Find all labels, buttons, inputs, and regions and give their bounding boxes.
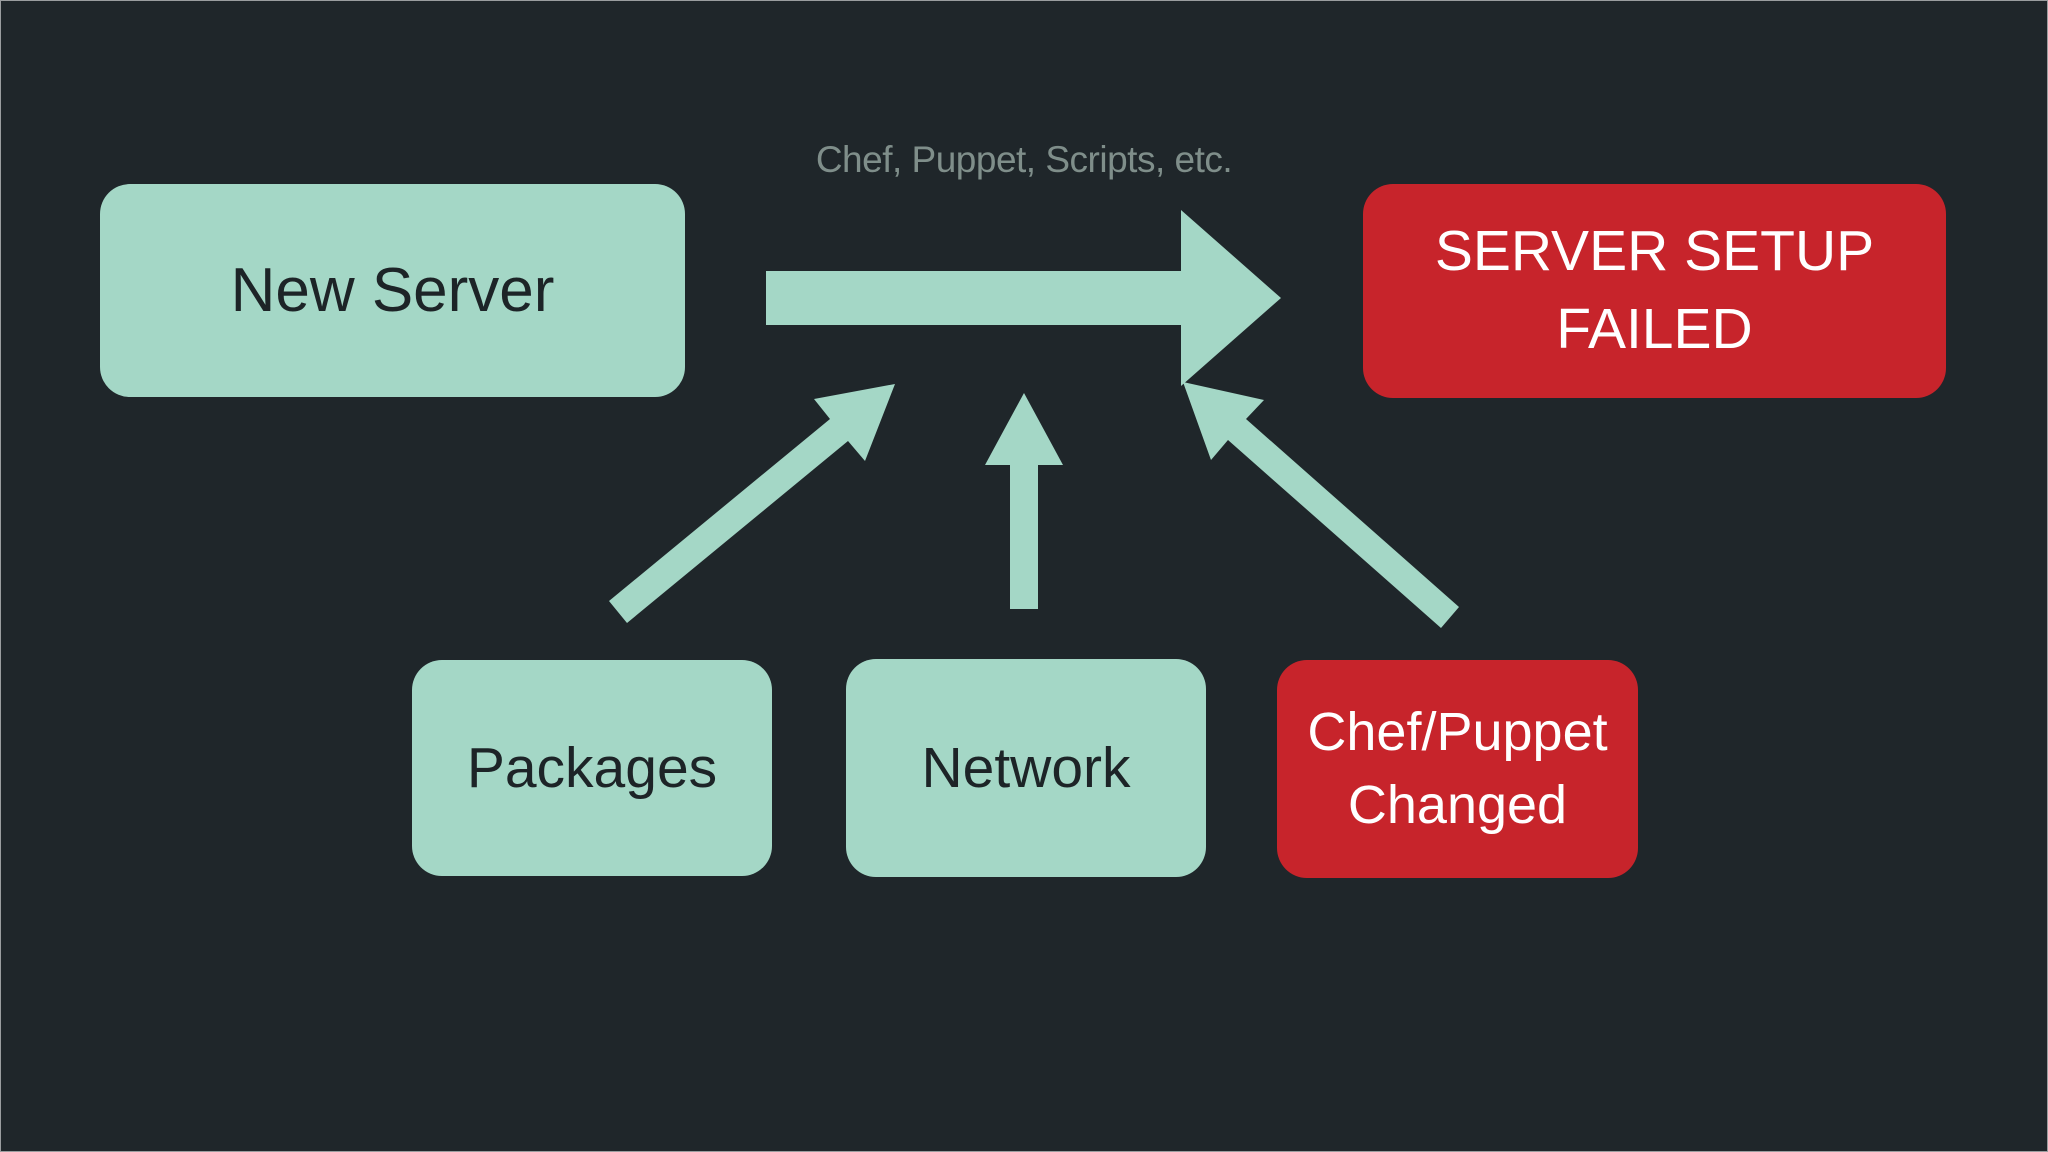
- node-packages-label: Packages: [466, 736, 718, 800]
- node-network-label: Network: [921, 736, 1131, 800]
- node-server-setup-failed: SERVER SETUP FAILED: [1363, 184, 1946, 398]
- node-chef-puppet-changed: Chef/Puppet Changed: [1277, 660, 1638, 878]
- arrow-chef-puppet-changed-to-flow-icon: [1183, 382, 1459, 628]
- node-network: Network: [846, 659, 1206, 877]
- arrow-network-to-flow-icon: [985, 393, 1063, 609]
- node-chef-puppet-changed-label-line-2: Changed: [1347, 775, 1568, 835]
- arrow-new-server-to-server-setup-failed-icon: [766, 210, 1281, 386]
- node-server-setup-failed-label-line-1: SERVER SETUP: [1434, 219, 1875, 284]
- node-chef-puppet-changed-label-line-1: Chef/Puppet: [1307, 702, 1608, 763]
- node-new-server-label: New Server: [230, 256, 555, 325]
- arrow-packages-to-flow-icon: [609, 384, 895, 623]
- node-new-server: New Server: [100, 184, 685, 397]
- arrow-caption: Chef, Puppet, Scripts, etc.: [815, 139, 1233, 180]
- node-packages: Packages: [412, 660, 772, 876]
- node-server-setup-failed-label-line-2: FAILED: [1556, 297, 1753, 361]
